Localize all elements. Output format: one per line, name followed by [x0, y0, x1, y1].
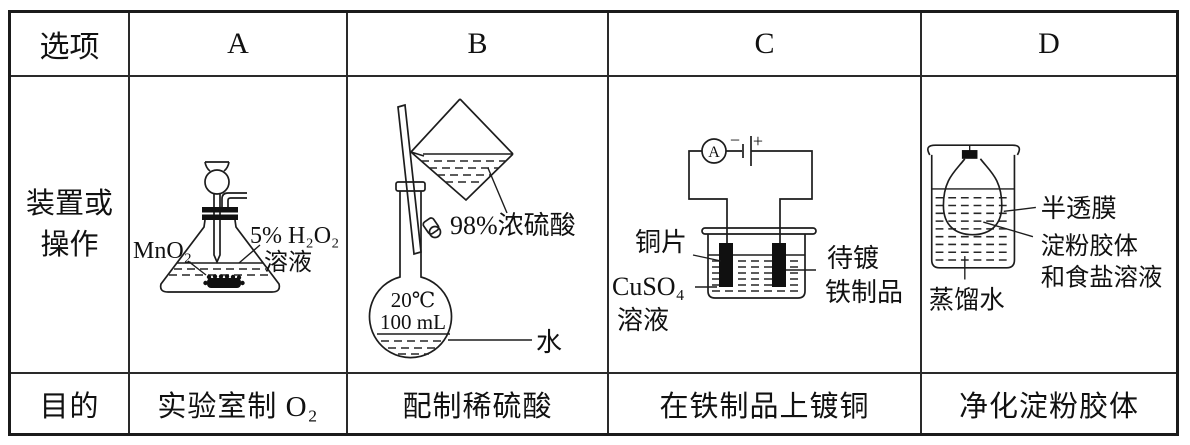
acid-label: 98%浓硫酸 [450, 211, 576, 240]
diagram-d-dialysis: 半透膜 淀粉胶体 和食盐溶液 蒸馏水 [927, 144, 1163, 315]
mno2-solid [203, 274, 245, 288]
battery-plus-sign: + [753, 131, 763, 151]
water-label: 水 [536, 328, 562, 357]
copper-electrode [719, 243, 733, 287]
flask-stopper-knob [422, 217, 442, 239]
purpose-a: 实验室制 O₂ [130, 374, 348, 433]
delivery-tube [221, 192, 247, 207]
colloid-leader-line [983, 221, 1034, 238]
colloid-label-line2: 和食盐溶液 [1041, 264, 1163, 291]
battery-minus-sign: − [730, 130, 740, 150]
pouring-beaker [410, 98, 514, 202]
apparatus-row-label-line2: 操作 [40, 228, 99, 261]
iron-target-label-line2: 铁制品 [825, 278, 903, 307]
h2o2-solution-label: 溶液 [264, 249, 312, 276]
membrane-clip [961, 150, 978, 159]
apparatus-row-label-line1: 装置或 [25, 187, 113, 220]
h2o2-label: 5% H₂O₂ [250, 223, 339, 249]
diagram-a-o2-generator: MnO₂ 5% H₂O₂ 溶液 [133, 161, 339, 293]
membrane-bag [942, 158, 1003, 236]
diagram-b-acid-dilution: 20℃ 100 mL 98%浓硫酸 水 [368, 98, 576, 359]
membrane-leader-line [1003, 206, 1036, 213]
membrane-label: 半透膜 [1041, 195, 1117, 223]
copper-leader-line [692, 254, 722, 262]
beaker [927, 144, 1021, 269]
circuit-wires [688, 150, 813, 243]
battery: − + [730, 130, 763, 166]
ammeter-label: A [708, 144, 720, 161]
iron-electrode [772, 243, 786, 287]
options-table: 选项 A B C D 装置或 操作 [8, 10, 1179, 436]
header-option-a: A [130, 13, 348, 77]
ammeter: A [701, 138, 727, 164]
acid-leader-line [487, 167, 508, 214]
flask-volume-label: 100 mL [380, 310, 446, 334]
mno2-label: MnO₂ [133, 238, 192, 264]
volumetric-flask [368, 181, 453, 359]
cuso4-label: CuSO₄ [612, 272, 685, 301]
distilled-water-label: 蒸馏水 [929, 287, 1005, 315]
iron-target-label-line1: 待镀 [827, 244, 879, 273]
mno2-leader-line [187, 260, 207, 276]
header-option-d: D [922, 13, 1176, 77]
apparatus-b-cell: 20℃ 100 mL 98%浓硫酸 水 [348, 77, 609, 374]
cuso4-solution-label: 溶液 [617, 306, 669, 335]
h2o2-leader-line [238, 244, 261, 264]
apparatus-a-cell: MnO₂ 5% H₂O₂ 溶液 [130, 77, 348, 374]
purpose-c: 在铁制品上镀铜 [609, 374, 922, 433]
copper-label: 铜片 [635, 228, 687, 257]
thistle-funnel [204, 161, 230, 265]
purpose-d: 净化淀粉胶体 [958, 390, 1139, 423]
rubber-stopper [202, 207, 238, 220]
apparatus-c-cell: A − + 铜片 [609, 77, 922, 374]
colloid-label-line1: 淀粉胶体 [1041, 233, 1138, 260]
flask-temp-label: 20℃ [391, 288, 436, 312]
apparatus-row-label: 装置或 操作 [11, 77, 130, 374]
purpose-b: 配制稀硫酸 [348, 374, 609, 433]
apparatus-d-cell: 半透膜 淀粉胶体 和食盐溶液 蒸馏水 [922, 77, 1176, 374]
header-option-label: 选项 [11, 13, 130, 77]
glass-rod [397, 103, 422, 256]
plating-beaker [701, 227, 817, 299]
purpose-row-label: 目的 [11, 374, 130, 433]
diagram-c-electroplating: A − + 铜片 [612, 130, 903, 335]
header-option-c: C [609, 13, 922, 77]
header-option-b: B [348, 13, 609, 77]
